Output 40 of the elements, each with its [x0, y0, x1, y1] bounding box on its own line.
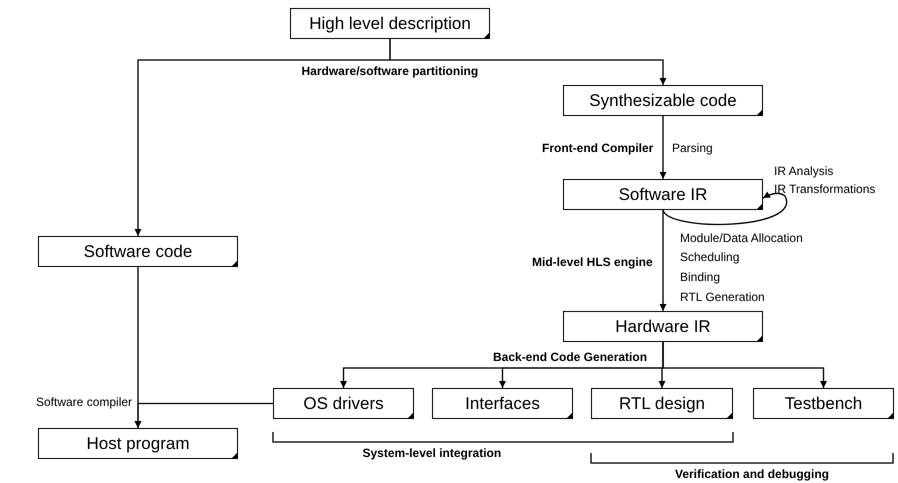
process-box — [290, 8, 490, 39]
process-box — [273, 388, 414, 419]
edge-label: Mid-level HLS engine — [530, 255, 655, 270]
step-label: RTL Generation — [680, 290, 765, 305]
arrow — [662, 342, 827, 388]
step-label: IR Transformations — [774, 182, 876, 197]
arrow — [662, 192, 788, 226]
box-label: Software IR — [618, 184, 708, 204]
box-label: Testbench — [784, 394, 862, 414]
stage-label: Software compiler — [36, 395, 132, 410]
step-label: IR Analysis — [774, 164, 834, 179]
process-box — [38, 428, 238, 459]
box-label: Hardware IR — [615, 316, 711, 336]
process-box — [38, 236, 238, 267]
box-label: OS drivers — [303, 394, 384, 414]
box-label: High level description — [309, 14, 471, 34]
process-box — [563, 85, 763, 116]
process-box — [753, 388, 894, 419]
arrow — [660, 210, 666, 311]
box-label: Software code — [84, 242, 192, 262]
group-label: System-level integration — [362, 446, 502, 461]
stage-label: Back-end Code Generation — [493, 350, 648, 365]
box-label: Host program — [86, 434, 190, 454]
process-box — [591, 388, 733, 419]
arrow — [660, 116, 666, 179]
process-box — [432, 388, 573, 419]
box-label: Interfaces — [465, 394, 540, 414]
edge-label: Hardware/software partitioning — [300, 64, 480, 79]
process-box — [563, 311, 763, 342]
step-label: Binding — [680, 270, 720, 285]
arrow — [134, 39, 391, 236]
arrow — [134, 402, 273, 428]
step-label: Module/Data Allocation — [680, 231, 803, 246]
box-label: RTL design — [619, 394, 705, 414]
step-label: Parsing — [672, 141, 713, 156]
box-label: Synthesizable code — [589, 90, 737, 110]
process-box — [563, 179, 763, 210]
edge-label: Front-end Compiler — [540, 141, 656, 156]
step-label: Scheduling — [680, 250, 740, 265]
group-label: Verification and debugging — [675, 467, 830, 482]
